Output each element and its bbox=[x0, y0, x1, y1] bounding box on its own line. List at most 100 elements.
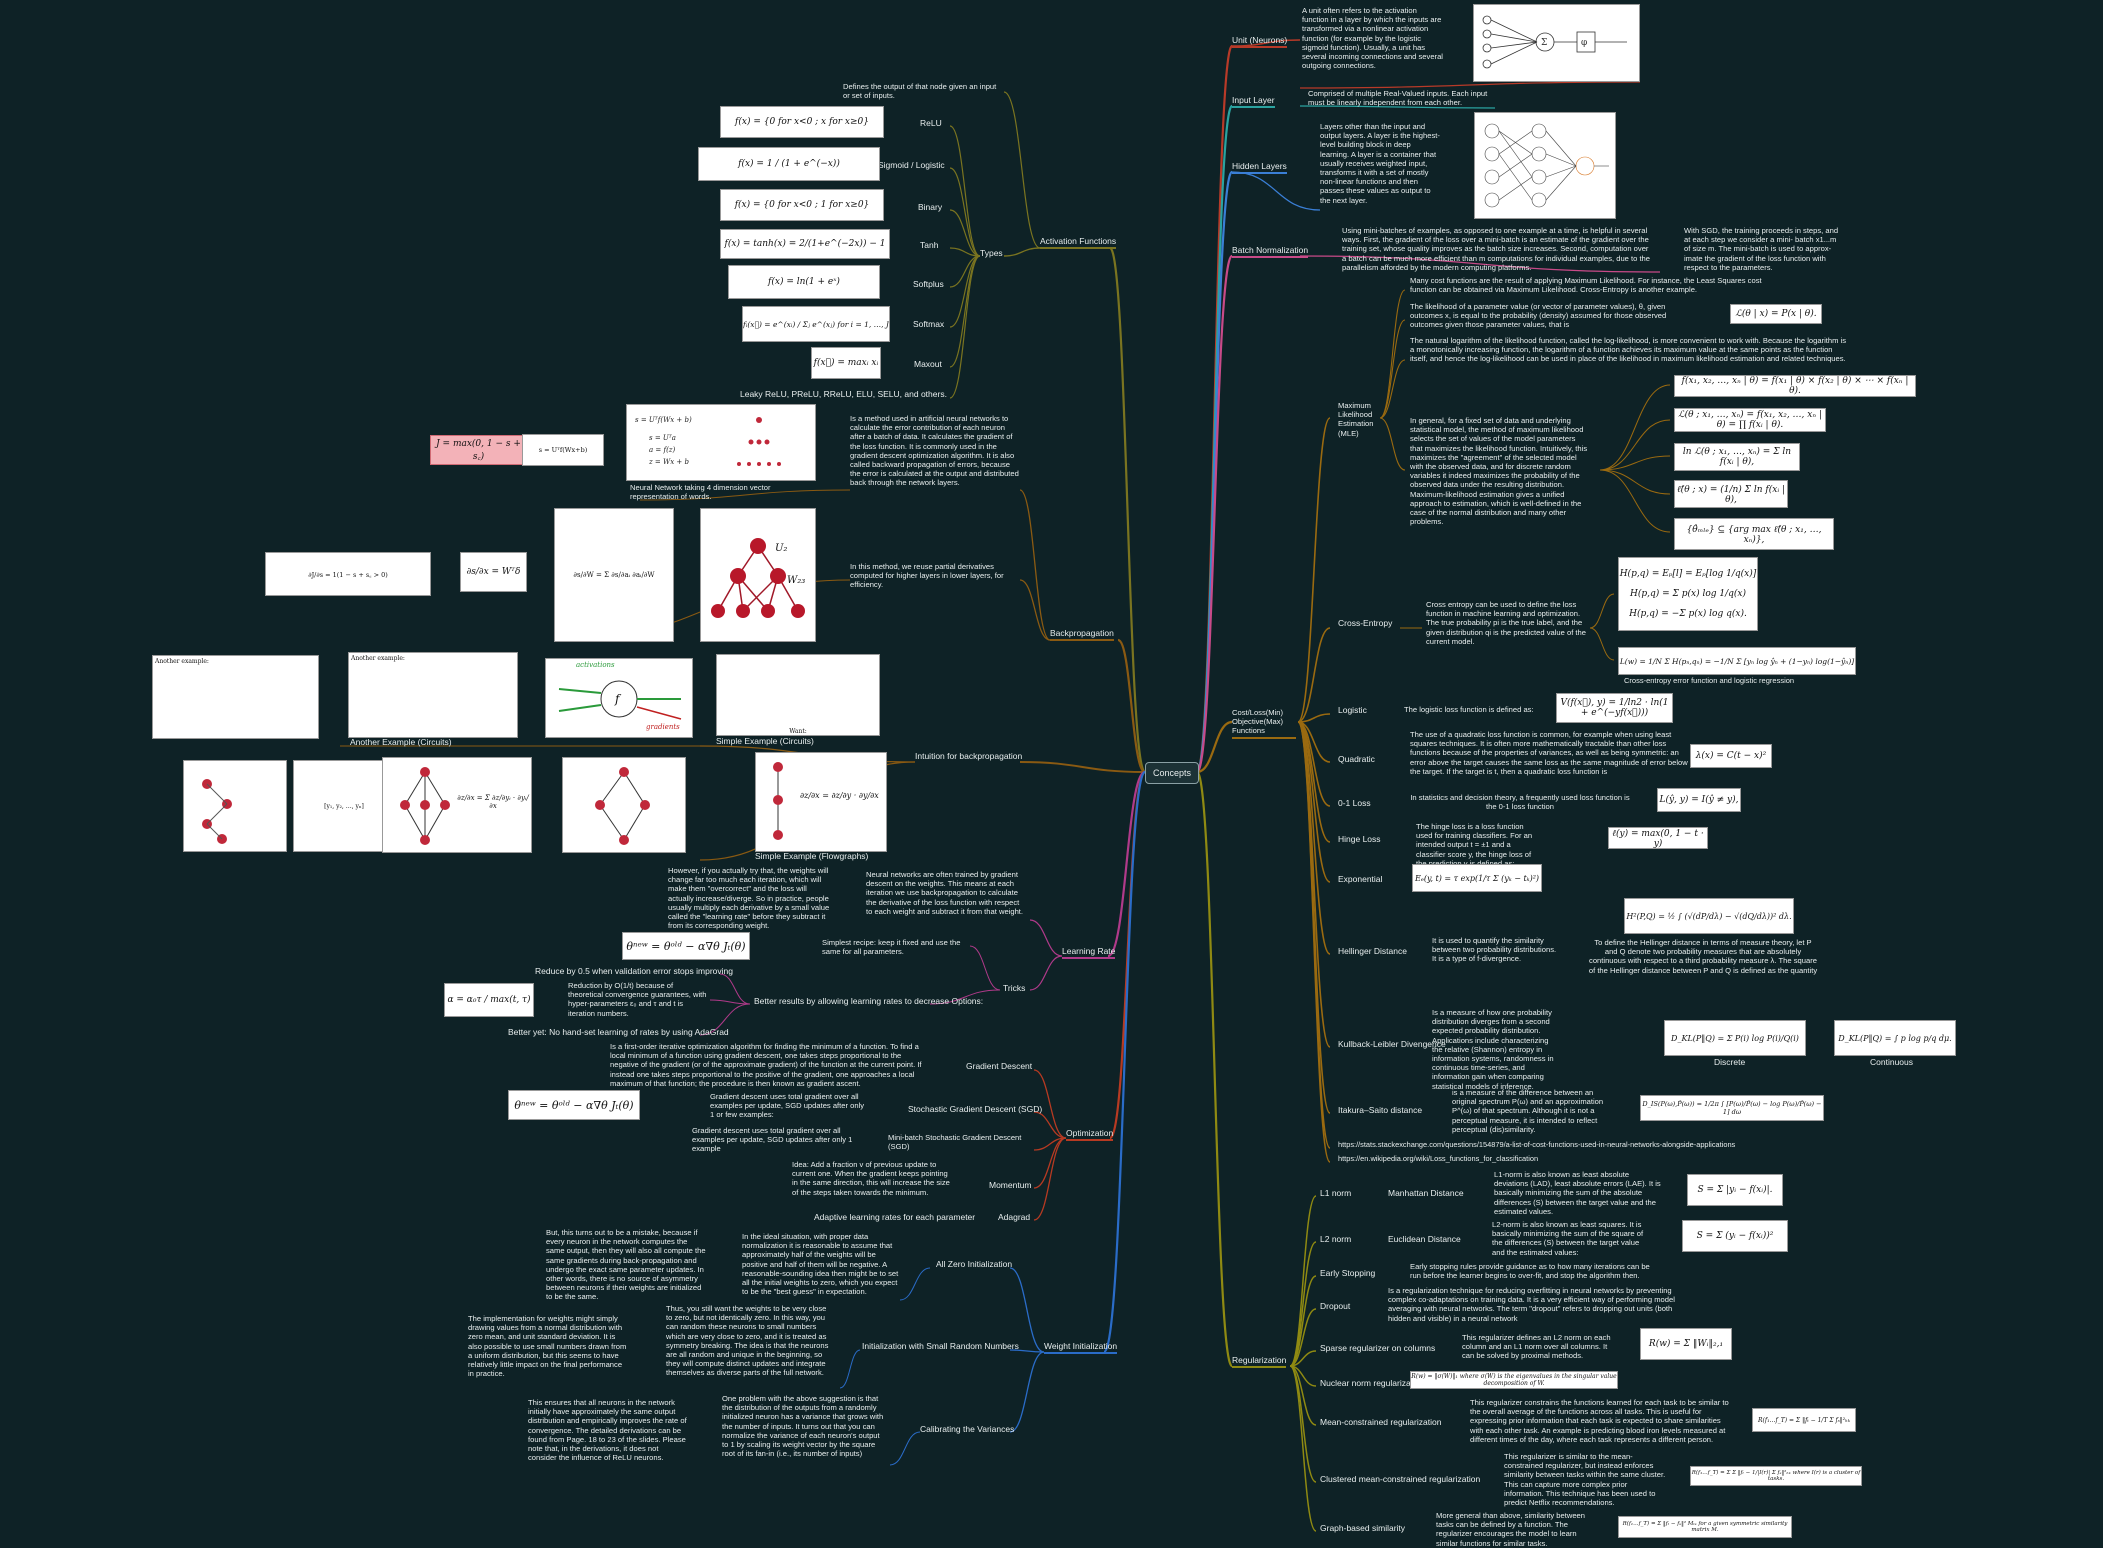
cross-entropy-caption: Cross-entropy error function and logisti… bbox=[1624, 676, 1795, 685]
circuit-example-image-2: Another example: bbox=[348, 652, 518, 738]
node-mle[interactable]: Maximum Likelihood Estimation (MLE) bbox=[1338, 401, 1374, 438]
hidden-layers-desc: Layers other than the input and output l… bbox=[1320, 122, 1440, 205]
node-dropout[interactable]: Dropout bbox=[1320, 1301, 1351, 1311]
node-itakura-saito[interactable]: Itakura–Saito distance bbox=[1338, 1105, 1423, 1115]
small-random-desc: Thus, you still want the weights to be v… bbox=[666, 1304, 829, 1378]
graph-similarity-desc: More general than above, similarity betw… bbox=[1436, 1511, 1586, 1548]
connector bbox=[1599, 455, 1671, 471]
gate-diagram-image: f activations gradients bbox=[545, 658, 693, 738]
zero-one-desc: In statistics and decision theory, a fre… bbox=[1410, 793, 1630, 812]
cross-entropy-desc: Cross entropy can be used to define the … bbox=[1426, 600, 1586, 646]
connector bbox=[1299, 105, 1496, 109]
gradient-equation: ∂s/∂x = Wᵀδ bbox=[460, 552, 527, 592]
simple-circuits-label: Simple Example (Circuits) bbox=[716, 736, 814, 746]
node-all-zero[interactable]: All Zero Initialization bbox=[936, 1259, 1013, 1269]
chain-rule-example-image: Want: bbox=[716, 654, 880, 736]
flowgraph-image-2: ∂z/∂x = Σ ∂z/∂yᵢ · ∂yᵢ/∂x bbox=[382, 757, 532, 853]
node-gradient-descent[interactable]: Gradient Descent bbox=[966, 1061, 1033, 1071]
flowgraph-icon-1 bbox=[202, 779, 232, 844]
node-activation-functions[interactable]: Activation Functions bbox=[1040, 236, 1117, 249]
activations-label: activations bbox=[576, 661, 615, 669]
link-stackexchange[interactable]: https://stats.stackexchange.com/question… bbox=[1338, 1140, 1736, 1149]
quadratic-equation: λ(x) = C(t − x)² bbox=[1690, 744, 1772, 768]
node-momentum[interactable]: Momentum bbox=[989, 1180, 1032, 1190]
node-hidden-layers[interactable]: Hidden Layers bbox=[1232, 161, 1287, 174]
node-optimization[interactable]: Optimization bbox=[1066, 1128, 1114, 1141]
clustered-desc: This regularizer is similar to the mean-… bbox=[1504, 1452, 1666, 1508]
node-l1-norm[interactable]: L1 norm bbox=[1320, 1188, 1352, 1198]
connector bbox=[1297, 721, 1331, 1163]
hinge-desc: The hinge loss is a loss function used f… bbox=[1416, 822, 1533, 868]
tanh-equation: f(x) = tanh(x) = 2/(1+e^(−2x)) − 1 bbox=[720, 229, 890, 259]
node-unit[interactable]: Unit (Neurons) bbox=[1232, 35, 1288, 48]
connector bbox=[1033, 1069, 1067, 1139]
node-small-random[interactable]: Initialization with Small Random Numbers bbox=[862, 1341, 1019, 1351]
node-learning-rate[interactable]: Learning Rate bbox=[1062, 946, 1116, 959]
node-early-stopping[interactable]: Early Stopping bbox=[1320, 1268, 1376, 1278]
connector bbox=[1033, 1111, 1067, 1139]
node-calibrating-variances[interactable]: Calibrating the Variances bbox=[920, 1424, 1015, 1434]
node-backpropagation[interactable]: Backpropagation bbox=[1050, 628, 1114, 641]
svg-text:Σ: Σ bbox=[1541, 38, 1547, 48]
early-stopping-desc: Early stopping rules provide guidance as… bbox=[1410, 1262, 1650, 1281]
node-clustered-mean[interactable]: Clustered mean-constrained regularizatio… bbox=[1320, 1474, 1481, 1484]
connector bbox=[1379, 289, 1406, 419]
likelihood-equation: ℒ(θ | x) = P(x | θ). bbox=[1730, 304, 1822, 324]
cross-eq-3: H(p,q) = −Σ p(x) log q(x). bbox=[1629, 609, 1747, 619]
connector bbox=[1029, 919, 1063, 957]
node-quadratic[interactable]: Quadratic bbox=[1338, 754, 1375, 764]
node-sgd[interactable]: Stochastic Gradient Descent (SGD) bbox=[908, 1104, 1043, 1114]
node-zero-one-loss[interactable]: 0-1 Loss bbox=[1338, 798, 1371, 808]
node-nuclear-norm[interactable]: Nuclear norm regularization bbox=[1320, 1378, 1425, 1388]
link-wikipedia[interactable]: https://en.wikipedia.org/wiki/Loss_funct… bbox=[1338, 1154, 1539, 1163]
type-binary[interactable]: Binary bbox=[918, 202, 943, 212]
node-exponential[interactable]: Exponential bbox=[1338, 874, 1383, 884]
connector bbox=[1599, 419, 1671, 471]
node-graph-similarity[interactable]: Graph-based similarity bbox=[1320, 1523, 1406, 1533]
root-node[interactable]: Concepts bbox=[1145, 762, 1199, 784]
type-tanh[interactable]: Tanh bbox=[920, 240, 939, 250]
node-batch-normalization[interactable]: Batch Normalization bbox=[1232, 245, 1309, 258]
type-softmax[interactable]: Softmax bbox=[913, 319, 945, 329]
neural-net-layer-image bbox=[1474, 112, 1616, 219]
flowgraph-text-image: [y₁, y₂, …, yₙ] bbox=[293, 760, 395, 852]
activation-desc: Defines the output of that node given an… bbox=[843, 82, 997, 101]
type-maxout[interactable]: Maxout bbox=[914, 359, 942, 369]
backprop-desc: Is a method used in artificial neural ne… bbox=[850, 414, 1019, 488]
calibrating-desc-2: This ensures that all neurons in the net… bbox=[528, 1398, 687, 1463]
node-intuition-backprop[interactable]: Intuition for backpropagation bbox=[915, 751, 1023, 761]
connector bbox=[1379, 319, 1406, 419]
node-l2-norm[interactable]: L2 norm bbox=[1320, 1234, 1352, 1244]
svg-text:s = Uᵀa: s = Uᵀa bbox=[649, 434, 676, 442]
node-cost-functions[interactable]: Cost/Loss(Min) Objective(Max) Functions bbox=[1232, 708, 1296, 739]
node-weight-initialization[interactable]: Weight Initialization bbox=[1044, 1341, 1118, 1354]
tree-network-icon bbox=[711, 538, 805, 618]
activation-types[interactable]: Types bbox=[980, 248, 1003, 258]
node-adagrad[interactable]: Adagrad bbox=[998, 1212, 1031, 1222]
connector bbox=[949, 255, 981, 328]
node-kl-divergence[interactable]: Kullback-Leibler Divengence bbox=[1338, 1039, 1446, 1049]
batch-norm-desc: Using mini-batches of examples, as oppos… bbox=[1342, 226, 1651, 272]
node-sparse-regularizer[interactable]: Sparse regularizer on columns bbox=[1320, 1343, 1436, 1353]
svg-text:f: f bbox=[614, 692, 622, 706]
type-sigmoid[interactable]: Sigmoid / Logistic bbox=[878, 160, 945, 170]
type-softplus[interactable]: Softplus bbox=[913, 279, 944, 289]
node-mean-constrained[interactable]: Mean-constrained regularization bbox=[1320, 1417, 1442, 1427]
node-mini-batch-sgd[interactable]: Mini-batch Stochastic Gradient Descent (… bbox=[888, 1133, 1022, 1152]
node-tricks[interactable]: Tricks bbox=[1003, 983, 1026, 993]
mle-eq-1: f(x₁, x₂, …, xₙ | θ) = f(x₁ | θ) × f(x₂ … bbox=[1674, 375, 1916, 397]
node-logistic[interactable]: Logistic bbox=[1338, 705, 1367, 715]
connector bbox=[1379, 417, 1406, 471]
connector bbox=[1589, 593, 1615, 629]
type-relu[interactable]: ReLU bbox=[920, 118, 942, 128]
node-regularization[interactable]: Regularization bbox=[1232, 1355, 1287, 1368]
node-cross-entropy[interactable]: Cross-Entropy bbox=[1338, 618, 1393, 628]
mle-intro: Many cost functions are the result of ap… bbox=[1410, 276, 1762, 295]
node-hellinger[interactable]: Hellinger Distance bbox=[1338, 946, 1407, 956]
node-hinge-loss[interactable]: Hinge Loss bbox=[1338, 834, 1381, 844]
circuit-example-image-1: Another example: bbox=[152, 655, 319, 739]
node-input-layer[interactable]: Input Layer bbox=[1232, 95, 1275, 108]
tricks-reduce: Reduce by 0.5 when validation error stop… bbox=[535, 966, 733, 976]
edge-regularization bbox=[1195, 770, 1234, 1368]
